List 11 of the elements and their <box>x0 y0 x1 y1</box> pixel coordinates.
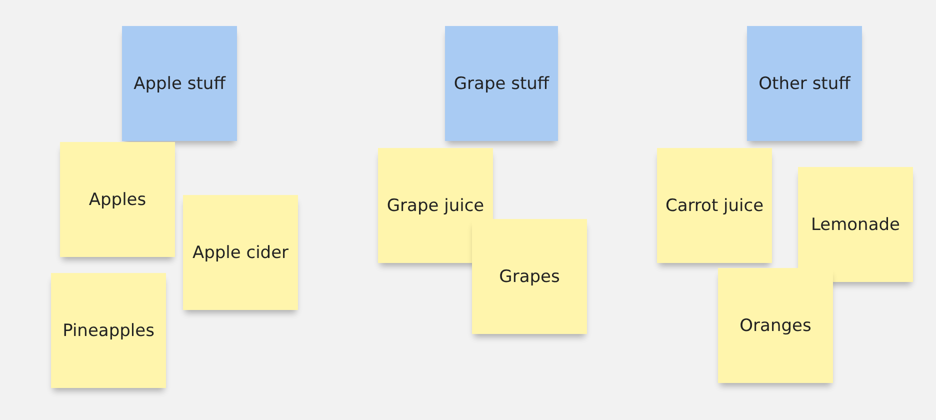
sticky-note: Carrot juice <box>657 148 772 263</box>
sticky-note: Grapes <box>472 219 587 334</box>
sticky-note: Apple stuff <box>122 26 237 141</box>
sticky-note: Other stuff <box>747 26 862 141</box>
sticky-note: Grape juice <box>378 148 493 263</box>
sticky-note: Apples <box>60 142 175 257</box>
sticky-note: Oranges <box>718 268 833 383</box>
sticky-note: Pineapples <box>51 273 166 388</box>
sticky-note: Lemonade <box>798 167 913 282</box>
sticky-note: Apple cider <box>183 195 298 310</box>
sticky-note: Grape stuff <box>445 26 558 141</box>
